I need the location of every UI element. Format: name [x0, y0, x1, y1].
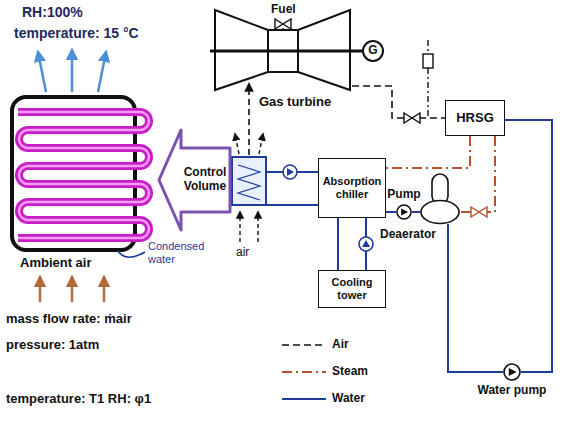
- cooling-coil-highlight: [18, 112, 149, 238]
- connector-line: [505, 120, 552, 372]
- connector-line: [352, 50, 362, 53]
- inlet-air-arrow: [39, 277, 42, 302]
- hrsg-box: HRSG: [445, 100, 505, 136]
- cooling-coil-housing: [12, 97, 135, 250]
- shape-outline: [503, 363, 521, 381]
- label-group: Water pump: [478, 384, 547, 398]
- water-pump-symbol: Water pump: [503, 363, 521, 381]
- pump-circle: [397, 205, 411, 219]
- air-arrow: [239, 212, 240, 242]
- exhaust-stack: [427, 40, 428, 118]
- label-group: Pump: [387, 188, 420, 202]
- legend-text: Air: [332, 338, 349, 352]
- control-volume-arrow: Control Volume: [157, 128, 232, 232]
- legend-line-sample: [282, 371, 326, 373]
- condensate-leader: [118, 251, 145, 257]
- shape-outline: [210, 8, 352, 92]
- outlet-air-arrow: [71, 50, 74, 92]
- text-label: Cooling tower: [322, 276, 382, 301]
- connector-line: [460, 136, 495, 212]
- air-arrow: [235, 134, 239, 154]
- connector-line: [352, 86, 445, 118]
- legend-text: Steam: [332, 365, 368, 379]
- label-group: Gas turbine: [259, 95, 331, 110]
- label-group: Deaerator: [380, 228, 436, 242]
- inlet-air-arrow: [103, 277, 106, 302]
- connector-line: [386, 136, 470, 168]
- air-arrow: [259, 134, 263, 154]
- air-arrow: [257, 212, 258, 242]
- steam-valve: [471, 207, 487, 217]
- gas-turbine: Gas turbine: [210, 8, 352, 92]
- text-label: Gas turbine: [259, 95, 331, 110]
- stack-damper: [423, 54, 433, 68]
- label-group: Control Volume: [178, 166, 232, 194]
- text-label: Pump: [387, 188, 420, 202]
- condition-label: temperature: T1 RH: φ1: [6, 392, 151, 407]
- outlet-air-arrow: [98, 52, 106, 92]
- inlet-air-arrow: [71, 277, 74, 302]
- deaerator-tank: Deaerator: [420, 200, 460, 224]
- connector-line: [448, 224, 503, 372]
- condition-label: RH:100%: [22, 4, 83, 20]
- text-label: G: [364, 44, 382, 58]
- condition-label: temperature: 15 °C: [14, 25, 139, 41]
- pump-triangle: [401, 208, 408, 215]
- pump-triangle: [362, 240, 370, 247]
- exhaust-valve: [404, 113, 420, 123]
- deaerator-dome: [432, 174, 448, 204]
- cooling-tower-box: Cooling tower: [318, 270, 386, 308]
- air-duct: [248, 84, 250, 155]
- shape-outline: [420, 200, 460, 224]
- shape-outline: [396, 204, 412, 220]
- text-label: Water pump: [478, 384, 547, 398]
- pump-triangle: [509, 368, 517, 376]
- air-label: air: [236, 246, 249, 260]
- water-pipe: [266, 204, 322, 206]
- callout-label: Condensed water: [148, 240, 210, 265]
- pump-circle: [504, 364, 520, 380]
- chiller-box: Absorption chiller: [318, 158, 386, 218]
- text-label: Deaerator: [380, 228, 436, 242]
- region-label: Ambient air: [20, 256, 92, 271]
- pump-triangle: [287, 168, 294, 176]
- heat-exchanger-tubes: [238, 165, 260, 200]
- connector-line: [337, 218, 339, 270]
- pump-symbol: [283, 165, 297, 179]
- fuel-label: Fuel: [271, 3, 296, 17]
- cooling-coil: [18, 112, 149, 238]
- text-label: Control Volume: [178, 166, 232, 194]
- pump-symbol: [359, 237, 373, 251]
- legend-line-sample: [282, 344, 326, 346]
- text-label: Absorption chiller: [322, 175, 382, 200]
- text-label: HRSG: [449, 111, 501, 126]
- shaft-line: [210, 50, 352, 53]
- deaerator-vessel: [421, 201, 459, 224]
- pump-symbol: Pump: [396, 204, 412, 220]
- heat-exchanger: [232, 157, 266, 205]
- fuel-valve: [275, 19, 291, 29]
- generator-circle: G: [362, 40, 384, 62]
- legend-line-sample: [282, 398, 326, 400]
- outlet-air-arrow: [38, 52, 46, 92]
- connector-line: [386, 211, 396, 213]
- legend-text: Water: [332, 392, 365, 406]
- condition-label: pressure: 1atm: [6, 338, 99, 353]
- connector-line: [412, 211, 420, 213]
- condition-label: mass flow rate: ṁair: [6, 312, 132, 327]
